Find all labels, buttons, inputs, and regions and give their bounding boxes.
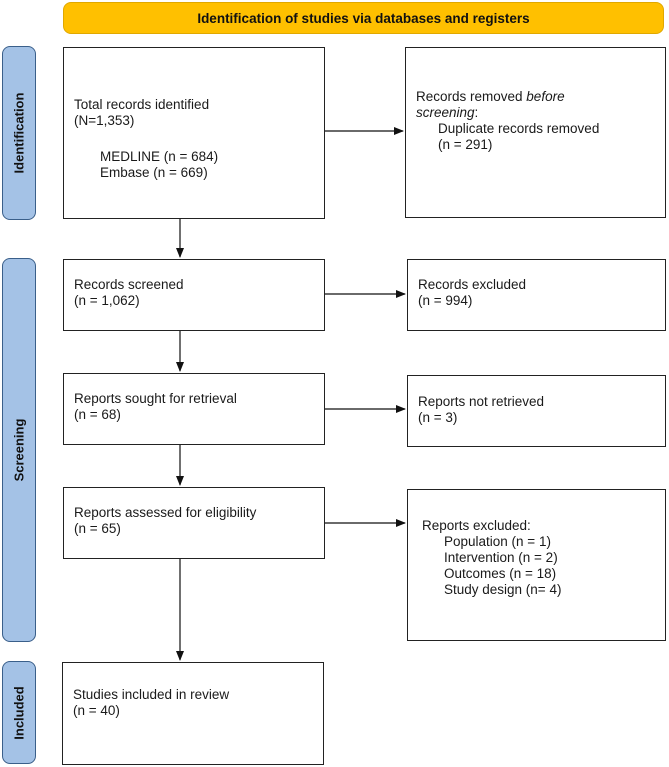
reports-not-retrieved-box: Reports not retrieved (n = 3) <box>407 375 666 447</box>
records-identified-title: Total records identified <box>74 97 210 112</box>
reports-assessed-title: Reports assessed for eligibility <box>74 505 257 520</box>
records-identified-box: Total records identified (N=1,353) MEDLI… <box>63 47 325 219</box>
records-removed-detail: Duplicate records removed <box>438 121 600 136</box>
reports-not-retrieved-title: Reports not retrieved <box>418 394 545 409</box>
source-medline: MEDLINE (n = 684) <box>100 149 219 164</box>
records-removed-title: Records removed before <box>416 89 655 105</box>
phase-included-label: Included <box>11 685 27 740</box>
phase-screening-label: Screening <box>11 418 27 482</box>
studies-included-box: Studies included in review (n = 40) <box>62 662 324 765</box>
records-removed-title-cont: screening: <box>416 105 655 121</box>
records-removed-title-emph-2: screening <box>416 105 475 120</box>
reports-excluded-box: Reports excluded: Population (n = 1) Int… <box>407 489 666 641</box>
phase-screening: Screening <box>2 258 36 642</box>
reports-sought-count: (n = 68) <box>74 407 121 422</box>
reports-assessed-count: (n = 65) <box>74 521 121 536</box>
studies-included-count: (n = 40) <box>73 703 120 718</box>
phase-identification: Identification <box>2 46 36 220</box>
records-removed-title-prefix: Records removed <box>416 89 527 104</box>
records-excluded-box: Records excluded (n = 994) <box>407 259 666 331</box>
records-screened-box: Records screened (n = 1,062) <box>63 259 325 331</box>
reason-study-design: Study design (n= 4) <box>444 582 562 597</box>
banner-title: Identification of studies via databases … <box>197 10 530 26</box>
reason-population: Population (n = 1) <box>444 534 551 549</box>
records-removed-title-suffix: : <box>474 105 479 120</box>
studies-included-title: Studies included in review <box>73 687 230 702</box>
reason-intervention: Intervention (n = 2) <box>444 550 558 565</box>
records-identified-count: (N=1,353) <box>74 113 135 128</box>
records-removed-count: (n = 291) <box>438 137 493 152</box>
records-excluded-title: Records excluded <box>418 277 527 292</box>
flow-banner: Identification of studies via databases … <box>63 2 664 34</box>
records-excluded-count: (n = 994) <box>418 293 473 308</box>
source-embase: Embase (n = 669) <box>100 165 208 180</box>
phase-identification-label: Identification <box>11 92 27 174</box>
reports-excluded-title: Reports excluded: <box>422 518 531 533</box>
records-screened-count: (n = 1,062) <box>74 293 140 308</box>
reports-sought-title: Reports sought for retrieval <box>74 391 237 406</box>
records-screened-title: Records screened <box>74 277 184 292</box>
reports-sought-box: Reports sought for retrieval (n = 68) <box>63 373 325 445</box>
reason-outcomes: Outcomes (n = 18) <box>444 566 557 581</box>
records-removed-title-emph-1: before <box>526 89 565 104</box>
records-removed-box: Records removed before screening: Duplic… <box>405 47 666 218</box>
phase-included: Included <box>2 661 36 764</box>
reports-not-retrieved-count: (n = 3) <box>418 410 458 425</box>
reports-assessed-box: Reports assessed for eligibility (n = 65… <box>63 487 325 559</box>
